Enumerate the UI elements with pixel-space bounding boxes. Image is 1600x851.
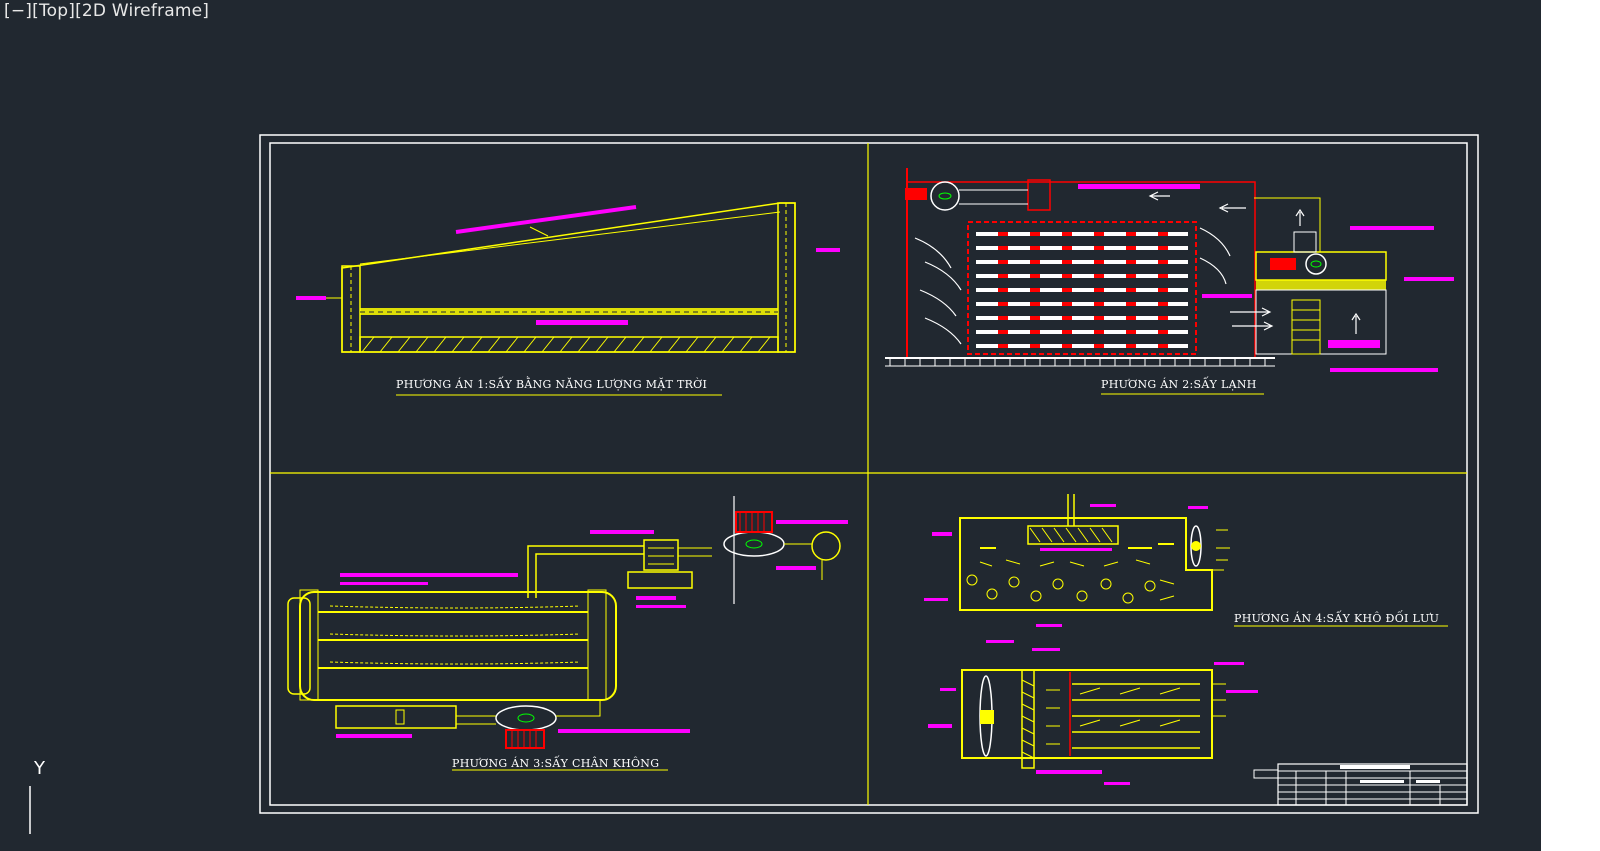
right-edge-panel (1541, 0, 1600, 851)
title-block[interactable] (1253, 763, 1468, 806)
view-control[interactable]: [Top] (32, 1, 76, 21)
visual-style-control[interactable]: [2D Wireframe] (75, 1, 210, 21)
panel-2-cold-dryer (885, 168, 1454, 395)
panel-1-title: PHƯƠNG ÁN 1:SẤY BẰNG NĂNG LƯỢNG MẶT TRỜI (396, 376, 707, 391)
ucs-axis-icon: Y (29, 758, 46, 834)
panel-3-title: PHƯƠNG ÁN 3:SẤY CHÂN KHÔNG (452, 755, 659, 770)
panel-1-solar-dryer (296, 202, 840, 396)
panel-3-vacuum-dryer (287, 496, 848, 771)
outer-frame (259, 134, 1479, 814)
panel-4-convection-dryer (924, 494, 1448, 785)
panel-2-title: PHƯƠNG ÁN 2:SẤY LẠNH (1101, 376, 1257, 391)
drawing-viewport[interactable]: [−][Top][2D Wireframe] P (0, 0, 1541, 851)
panel-4-title: PHƯƠNG ÁN 4:SẤY KHÔ ĐỐI LƯU (1234, 610, 1439, 625)
viewport-controls[interactable]: [−][Top][2D Wireframe] (4, 1, 209, 21)
ucs-y-label: Y (33, 758, 46, 779)
drawing-canvas[interactable]: PHƯƠNG ÁN 1:SẤY BẰNG NĂNG LƯỢNG MẶT TRỜI (0, 0, 1541, 851)
viewport-minimize-control[interactable]: [−] (4, 1, 33, 21)
